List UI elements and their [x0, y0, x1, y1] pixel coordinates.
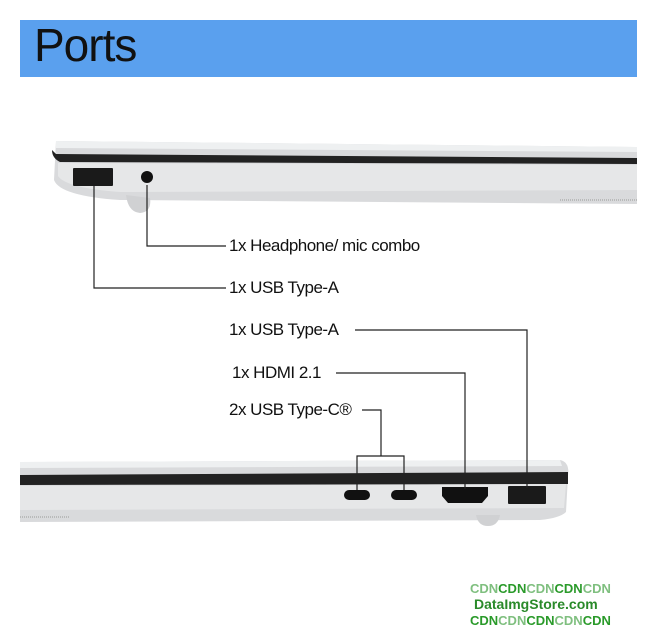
watermark-line-1: CDNCDNCDNCDNCDN	[470, 581, 611, 596]
label-usb-a-left: 1x USB Type-A	[229, 278, 339, 297]
label-usb-a-right: 1x USB Type-A	[229, 320, 339, 339]
title-banner: Ports	[20, 19, 637, 77]
watermark-line-3: CDNCDNCDNCDNCDN	[470, 613, 611, 628]
label-usb-c: 2x USB Type-C®	[229, 400, 352, 419]
label-headphone: 1x Headphone/ mic combo	[229, 236, 420, 255]
headphone-jack	[141, 171, 153, 183]
label-hdmi: 1x HDMI 2.1	[232, 363, 321, 382]
watermark-line-2: DataImgStore.com	[474, 596, 598, 612]
usb-c-port-2	[391, 490, 417, 500]
hdmi-port	[442, 487, 488, 503]
laptop-right-side	[20, 460, 569, 526]
laptop-left-side	[52, 141, 637, 213]
usb-a-port-left	[73, 168, 113, 186]
usb-a-port-right	[508, 486, 546, 504]
leader-lines	[93, 185, 528, 490]
usb-c-port-1	[344, 490, 370, 500]
page-title: Ports	[34, 19, 137, 71]
